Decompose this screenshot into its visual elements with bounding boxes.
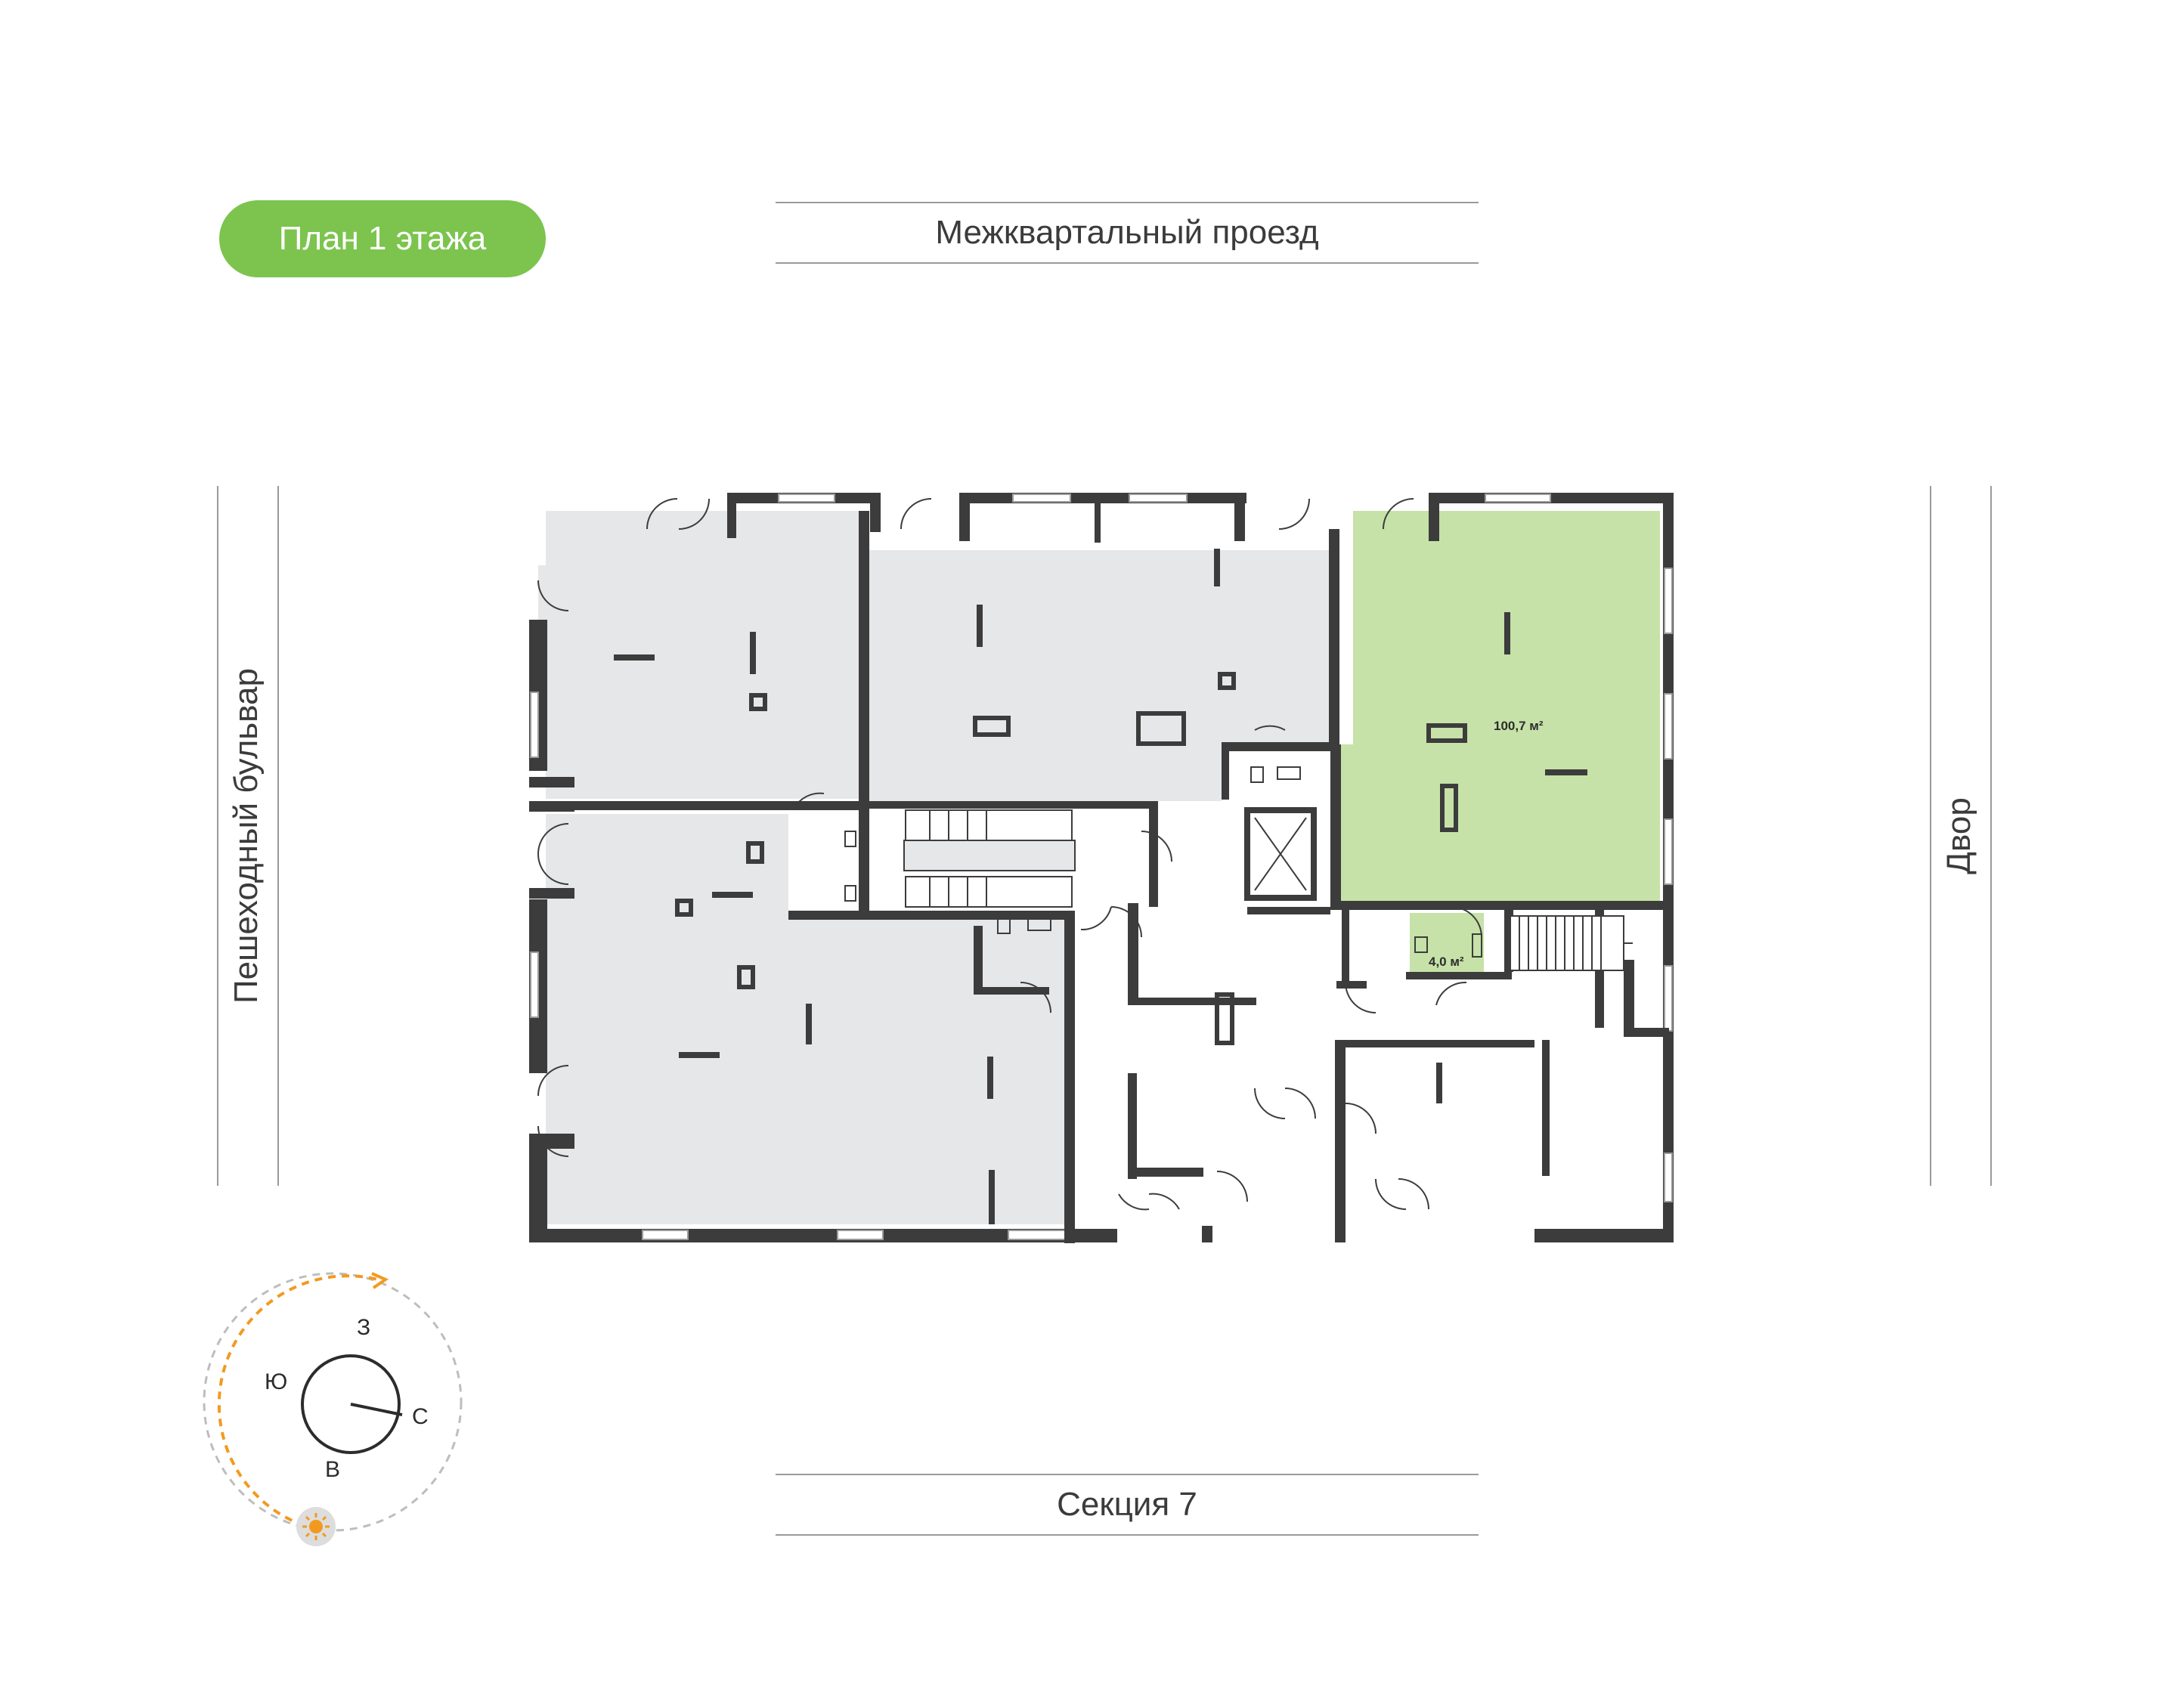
unit-north-center[interactable] (869, 550, 1336, 801)
unit-area-label: 100,7 м² (1494, 719, 1544, 733)
columns (614, 500, 1587, 1224)
compass-east-label: В (325, 1457, 341, 1482)
sun-path (217, 1274, 379, 1531)
street-right (1930, 486, 1992, 1186)
street-left (217, 486, 279, 1186)
compass-south-label: Ю (265, 1369, 288, 1394)
windows (530, 494, 1673, 1240)
compass-west-label: З (357, 1315, 371, 1340)
compass-outer-path (203, 1272, 463, 1532)
street-top-label: Межквартальный проезд (935, 214, 1319, 251)
unit-selected[interactable] (1330, 511, 1660, 903)
compass-needle (350, 1403, 403, 1416)
doors (537, 498, 1482, 1211)
stairs-east (1510, 915, 1633, 971)
bathroom-selected[interactable] (1410, 913, 1484, 972)
compass-north-label: С (412, 1404, 429, 1429)
elevator (1244, 807, 1317, 901)
bathroom-area-label: 4,0 м² (1429, 955, 1464, 969)
sanitary-fixtures (844, 766, 1482, 958)
shafts (675, 672, 1467, 1045)
stairs-west (903, 809, 1076, 908)
street-bottom-label: Секция 7 (1057, 1486, 1197, 1523)
compass (203, 1272, 463, 1546)
unit-northwest[interactable] (538, 511, 860, 799)
sun-rays-icon (302, 1513, 330, 1540)
floor-plan-badge: План 1 этажа (219, 200, 546, 277)
interior-walls (544, 511, 1671, 1243)
floor-plan-title: План 1 этажа (278, 220, 487, 257)
compass-dial (301, 1354, 401, 1454)
street-bottom: Секция 7 (776, 1474, 1479, 1536)
sun-path-arrow-icon (371, 1272, 389, 1289)
sun-icon (309, 1520, 323, 1533)
street-top: Межквартальный проезд (776, 202, 1479, 264)
